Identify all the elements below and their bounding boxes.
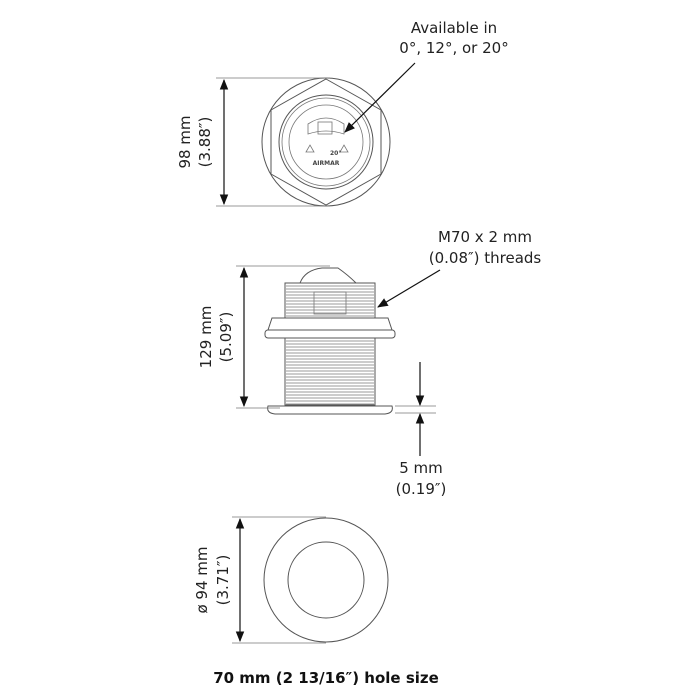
height-mm-label: 98 mm [176, 115, 194, 168]
lower-thread-body [284, 337, 376, 406]
bottom-lip [267, 405, 393, 415]
cap-ring-inner [281, 97, 371, 187]
thread-callout-line2: (0.08″) threads [429, 249, 542, 267]
nut-washer [264, 329, 396, 339]
flange-inner-circle [287, 541, 365, 619]
thread-leader-arrow [377, 269, 441, 308]
thread-callout-line1: M70 x 2 mm [438, 228, 532, 246]
angle-leader-arrow [344, 62, 416, 133]
lip-in-label: (0.19″) [396, 480, 447, 498]
cap-ring-outer [278, 94, 374, 190]
side-view: 129 mm (5.09″) M70 x 2 mm (0.08″) thread… [197, 228, 541, 498]
height-in-label: (3.88″) [196, 117, 214, 168]
lip-mm-label: 5 mm [399, 459, 443, 477]
airmar-logo: AIRMAR [313, 160, 340, 167]
bottom-view: ø 94 mm (3.71″) [193, 516, 389, 644]
lower-threads [286, 340, 374, 405]
hull-nut [267, 317, 393, 331]
cap-face [288, 104, 364, 180]
cap-markings-icon: 20° AIRMAR [305, 117, 349, 167]
angle-callout-line2: 0°, 12°, or 20° [399, 39, 508, 57]
flange-outer-circle [263, 517, 389, 643]
height-mm-label: 129 mm [197, 306, 215, 369]
angle-callout-line1: Available in [411, 19, 497, 37]
outer-flange-circle [261, 77, 391, 207]
height-in-label: (5.09″) [217, 312, 235, 363]
hex-nut-outline [270, 78, 382, 206]
hole-size-caption: 70 mm (2 13/16″) hole size [213, 669, 439, 687]
angle-mark: 20° [330, 150, 341, 157]
diameter-in-label: (3.71″) [214, 555, 232, 606]
upper-threads [286, 285, 374, 317]
diameter-mm-label: ø 94 mm [193, 546, 211, 613]
top-view: 20° AIRMAR 98 mm (3.88″) Available in 0°… [176, 19, 509, 207]
cable-top [299, 267, 358, 284]
